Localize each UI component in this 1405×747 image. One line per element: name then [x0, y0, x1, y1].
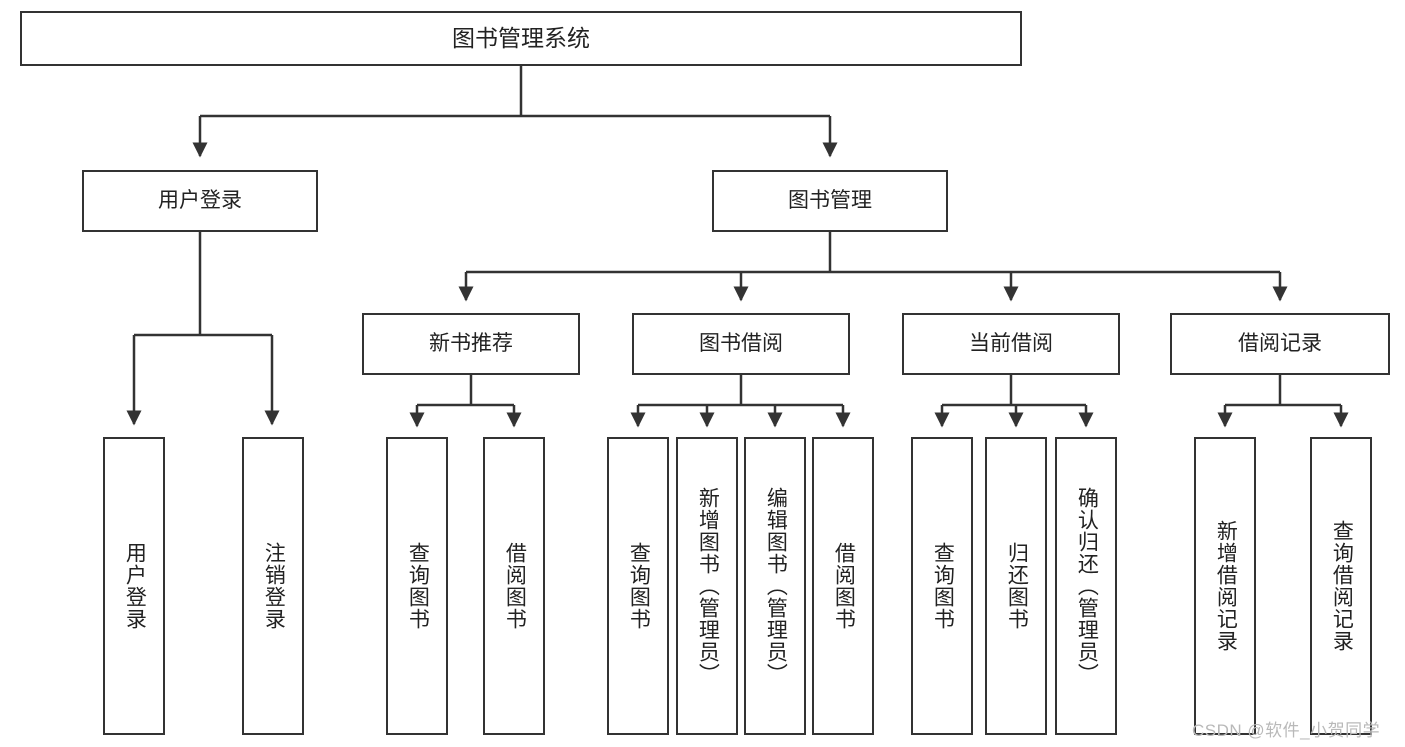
- node-leaf-user-logout[interactable]: 注销登录: [242, 437, 304, 735]
- node-label: 新增借阅记录: [1214, 520, 1238, 652]
- node-leaf-query-book-current[interactable]: 查询图书: [911, 437, 973, 735]
- node-leaf-user-login[interactable]: 用户登录: [103, 437, 165, 735]
- node-label: 确认归还（管理员）: [1075, 487, 1099, 685]
- node-borrow-record[interactable]: 借阅记录: [1170, 313, 1390, 375]
- node-label: 归还图书: [1005, 542, 1029, 630]
- node-label: 编辑图书（管理员）: [764, 487, 788, 685]
- node-leaf-add-book[interactable]: 新增图书（管理员）: [676, 437, 738, 735]
- node-label: 借阅图书: [503, 542, 527, 630]
- node-current-borrow[interactable]: 当前借阅: [902, 313, 1120, 375]
- node-label: 当前借阅: [969, 331, 1053, 355]
- node-label: 新书推荐: [429, 331, 513, 355]
- node-label: 借阅图书: [832, 542, 856, 630]
- node-leaf-edit-book[interactable]: 编辑图书（管理员）: [744, 437, 806, 735]
- node-root-system[interactable]: 图书管理系统: [20, 11, 1022, 66]
- node-leaf-query-book-borrow[interactable]: 查询图书: [607, 437, 669, 735]
- node-user-login[interactable]: 用户登录: [82, 170, 318, 232]
- node-leaf-query-book-recommend[interactable]: 查询图书: [386, 437, 448, 735]
- node-leaf-borrow-book[interactable]: 借阅图书: [812, 437, 874, 735]
- node-label: 用户登录: [158, 188, 242, 212]
- node-label: 图书管理: [788, 188, 872, 212]
- node-label: 用户登录: [123, 542, 147, 630]
- node-label: 借阅记录: [1238, 331, 1322, 355]
- node-book-borrow[interactable]: 图书借阅: [632, 313, 850, 375]
- node-book-manage[interactable]: 图书管理: [712, 170, 948, 232]
- node-label: 图书借阅: [699, 331, 783, 355]
- node-label: 查询借阅记录: [1330, 520, 1354, 652]
- node-label: 查询图书: [406, 542, 430, 630]
- node-leaf-return-book[interactable]: 归还图书: [985, 437, 1047, 735]
- node-new-book-recommend[interactable]: 新书推荐: [362, 313, 580, 375]
- node-label: 新增图书（管理员）: [696, 487, 720, 685]
- node-leaf-confirm-return[interactable]: 确认归还（管理员）: [1055, 437, 1117, 735]
- node-leaf-query-borrow-record[interactable]: 查询借阅记录: [1310, 437, 1372, 735]
- watermark-text: CSDN @软件_小贺同学: [1192, 721, 1381, 740]
- node-label: 图书管理系统: [452, 24, 590, 51]
- node-label: 查询图书: [627, 542, 651, 630]
- node-label: 注销登录: [262, 542, 286, 630]
- node-label: 查询图书: [931, 542, 955, 630]
- node-leaf-add-borrow-record[interactable]: 新增借阅记录: [1194, 437, 1256, 735]
- node-leaf-borrow-book-recommend[interactable]: 借阅图书: [483, 437, 545, 735]
